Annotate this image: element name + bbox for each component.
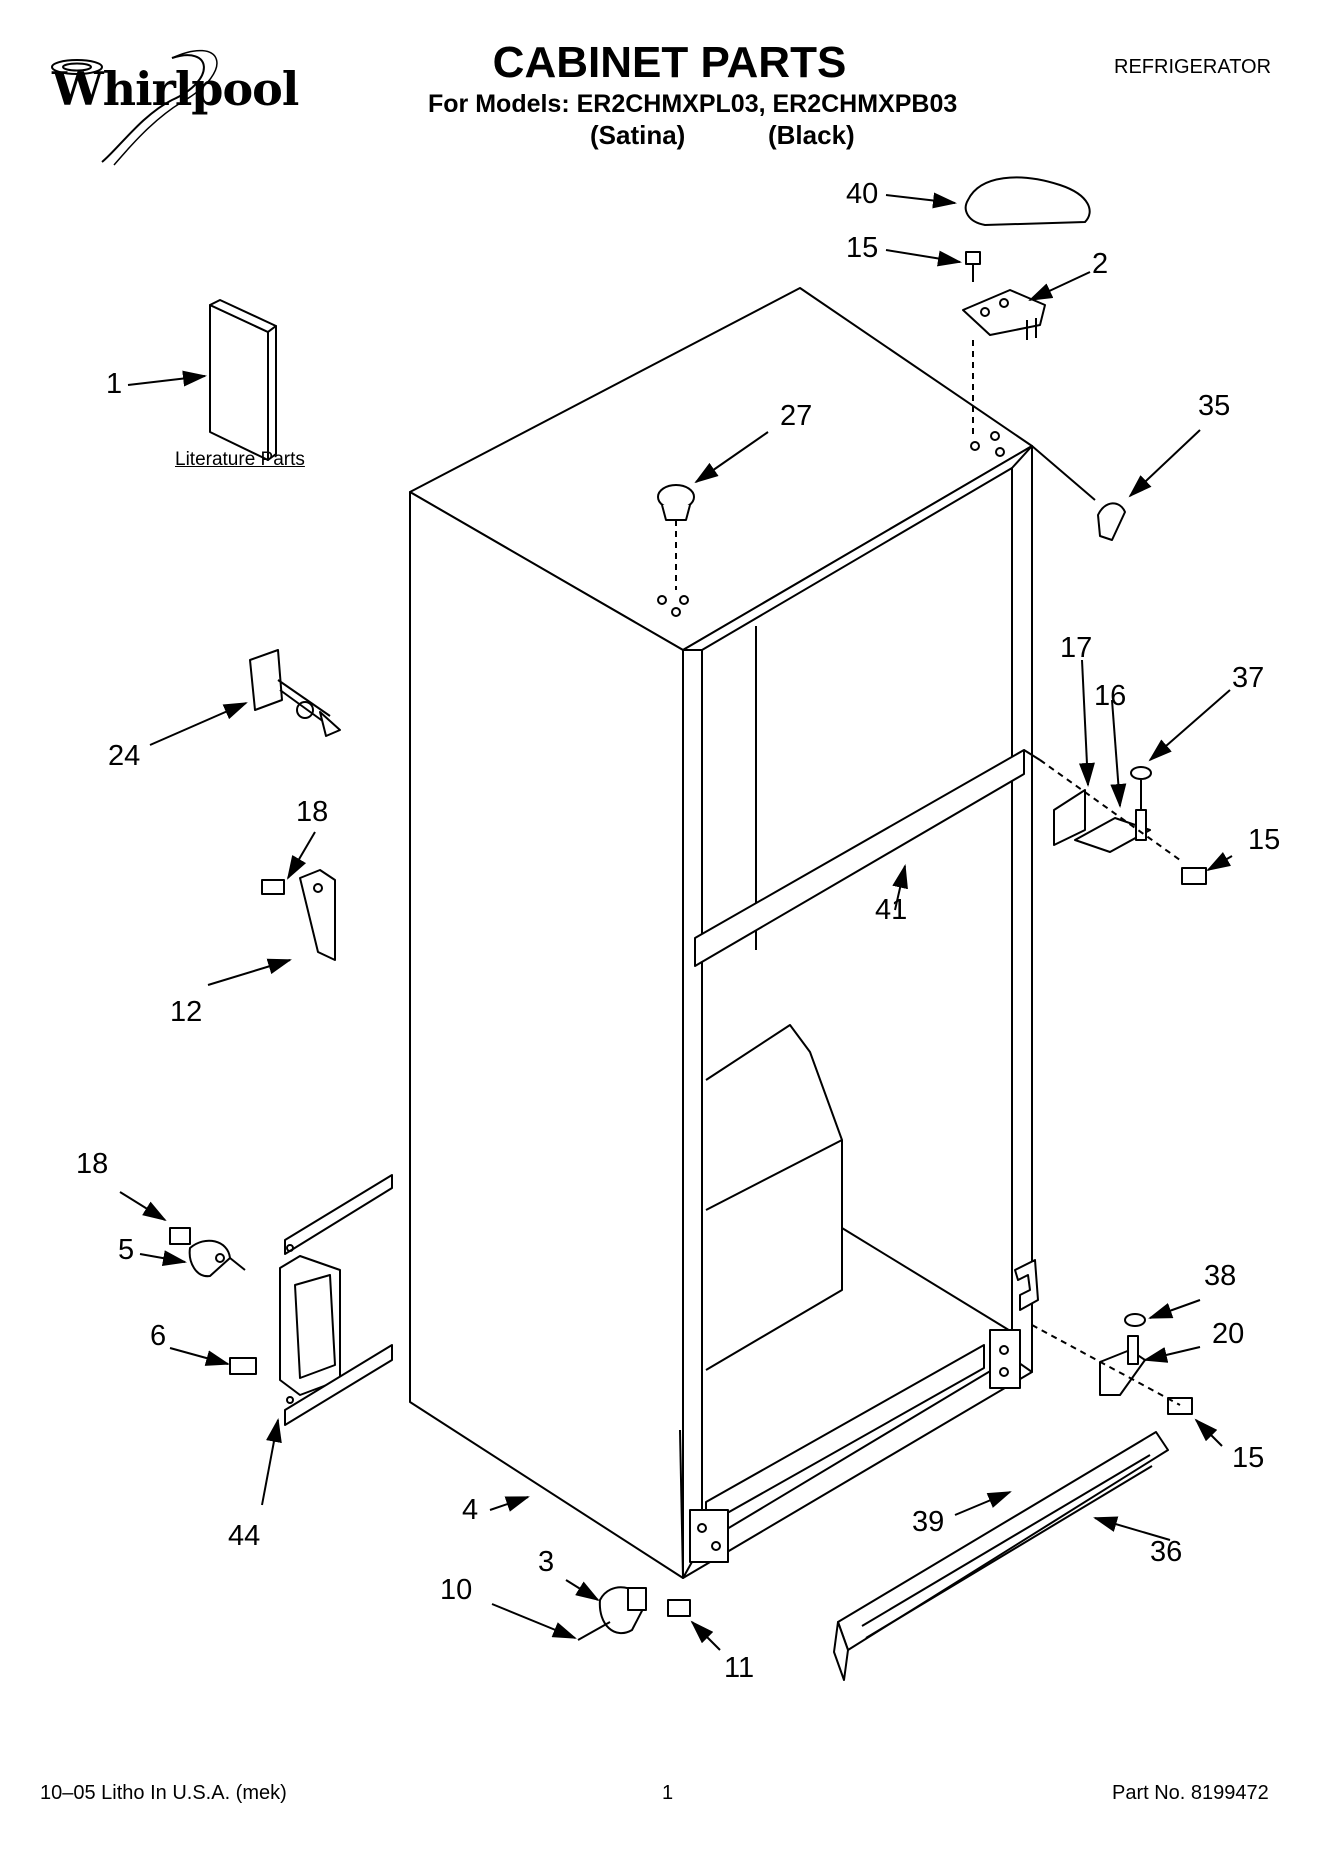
- top-hinge-part: [962, 289, 1046, 340]
- grille-clip-part: [1014, 1259, 1039, 1311]
- models-line: For Models: ER2CHMXPL03, ER2CHMXPB03: [428, 90, 958, 118]
- callout-4: 4: [462, 1494, 479, 1526]
- page-number: 1: [662, 1782, 674, 1804]
- callout-15: 15: [1248, 824, 1281, 856]
- callout-16: 16: [1094, 680, 1127, 712]
- appliance-type: REFRIGERATOR: [1114, 56, 1272, 78]
- callout-2: 2: [1092, 248, 1109, 280]
- screw-part: [965, 251, 981, 282]
- callout-41: 41: [875, 894, 908, 926]
- callout-36: 36: [1150, 1536, 1183, 1568]
- literature-book: [209, 299, 277, 461]
- callout-18: 18: [296, 796, 329, 828]
- brand-wordmark: Whirlpool: [52, 62, 299, 116]
- literature-parts-label: Literature Parts: [175, 449, 305, 470]
- callout-44: 44: [228, 1520, 261, 1552]
- hinge-cover-part: [964, 176, 1091, 226]
- callout-20: 20: [1212, 1318, 1245, 1350]
- variant-black: (Black): [768, 120, 855, 150]
- hole-plug-part: [657, 484, 695, 590]
- part-number: Part No. 8199472: [1112, 1782, 1269, 1804]
- clip-part: [169, 1227, 231, 1278]
- screw-part: [229, 1357, 257, 1375]
- callout-17: 17: [1060, 632, 1093, 664]
- callout-11: 11: [724, 1652, 755, 1684]
- callout-18: 18: [76, 1148, 109, 1180]
- callout-38: 38: [1204, 1260, 1237, 1292]
- trim-panel-part: [279, 1174, 393, 1426]
- bottom-hinge-part: [1099, 1313, 1193, 1415]
- page-title: CABINET PARTS: [492, 38, 847, 87]
- cabinet-body: [409, 287, 1041, 1579]
- callout-3: 3: [538, 1546, 555, 1578]
- callout-37: 37: [1232, 662, 1265, 694]
- bracket-part: [1097, 502, 1126, 541]
- roller-assembly-part: [577, 1586, 691, 1641]
- variant-satina: (Satina): [590, 120, 686, 150]
- callout-5: 5: [118, 1234, 135, 1266]
- base-grille-part: [833, 1431, 1169, 1681]
- callout-40: 40: [846, 178, 879, 210]
- callout-1: 1: [106, 368, 123, 400]
- shelf-support-part: [249, 649, 341, 737]
- logo-swirl-icon: [51, 49, 218, 166]
- print-info: 10–05 Litho In U.S.A. (mek): [40, 1782, 287, 1804]
- whirlpool-logo: Whirlpool: [22, 40, 299, 170]
- callout-27: 27: [780, 400, 813, 432]
- callout-6: 6: [150, 1320, 167, 1352]
- door-stop-part: [261, 869, 336, 961]
- callout-35: 35: [1198, 390, 1231, 422]
- center-hinge-part: [1053, 766, 1207, 885]
- callout-39: 39: [912, 1506, 945, 1538]
- callout-10: 10: [440, 1574, 473, 1606]
- callout-15: 15: [1232, 1442, 1265, 1474]
- callout-12: 12: [170, 996, 203, 1028]
- callout-24: 24: [108, 740, 141, 772]
- callout-15: 15: [846, 232, 879, 264]
